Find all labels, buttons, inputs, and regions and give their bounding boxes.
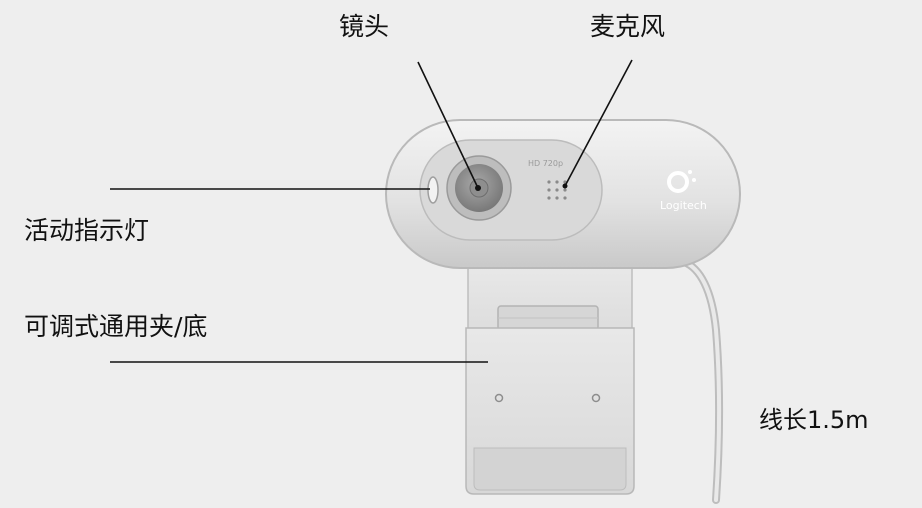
brand-name: Logitech <box>660 199 707 212</box>
label-microphone: 麦克风 <box>590 12 666 41</box>
leader-lens <box>417 61 479 189</box>
camera-body: HD 720p Logitech <box>385 119 741 269</box>
label-lens: 镜头 <box>339 12 390 41</box>
adjustable-clip <box>465 265 635 495</box>
usb-cable <box>680 258 723 504</box>
screw-hole-right <box>591 393 601 403</box>
label-adjustable-clip: 可调式通用夹/底 <box>24 312 208 341</box>
activity-light <box>427 176 439 204</box>
logitech-logo-icon <box>667 170 696 193</box>
screw-hole-left <box>494 393 504 403</box>
microphone-holes <box>547 180 567 200</box>
label-cable-length: 线长1.5m <box>759 406 869 434</box>
label-activity-light: 活动指示灯 <box>24 216 150 245</box>
hd-badge: HD 720p <box>528 159 563 168</box>
leader-microphone <box>564 59 633 187</box>
